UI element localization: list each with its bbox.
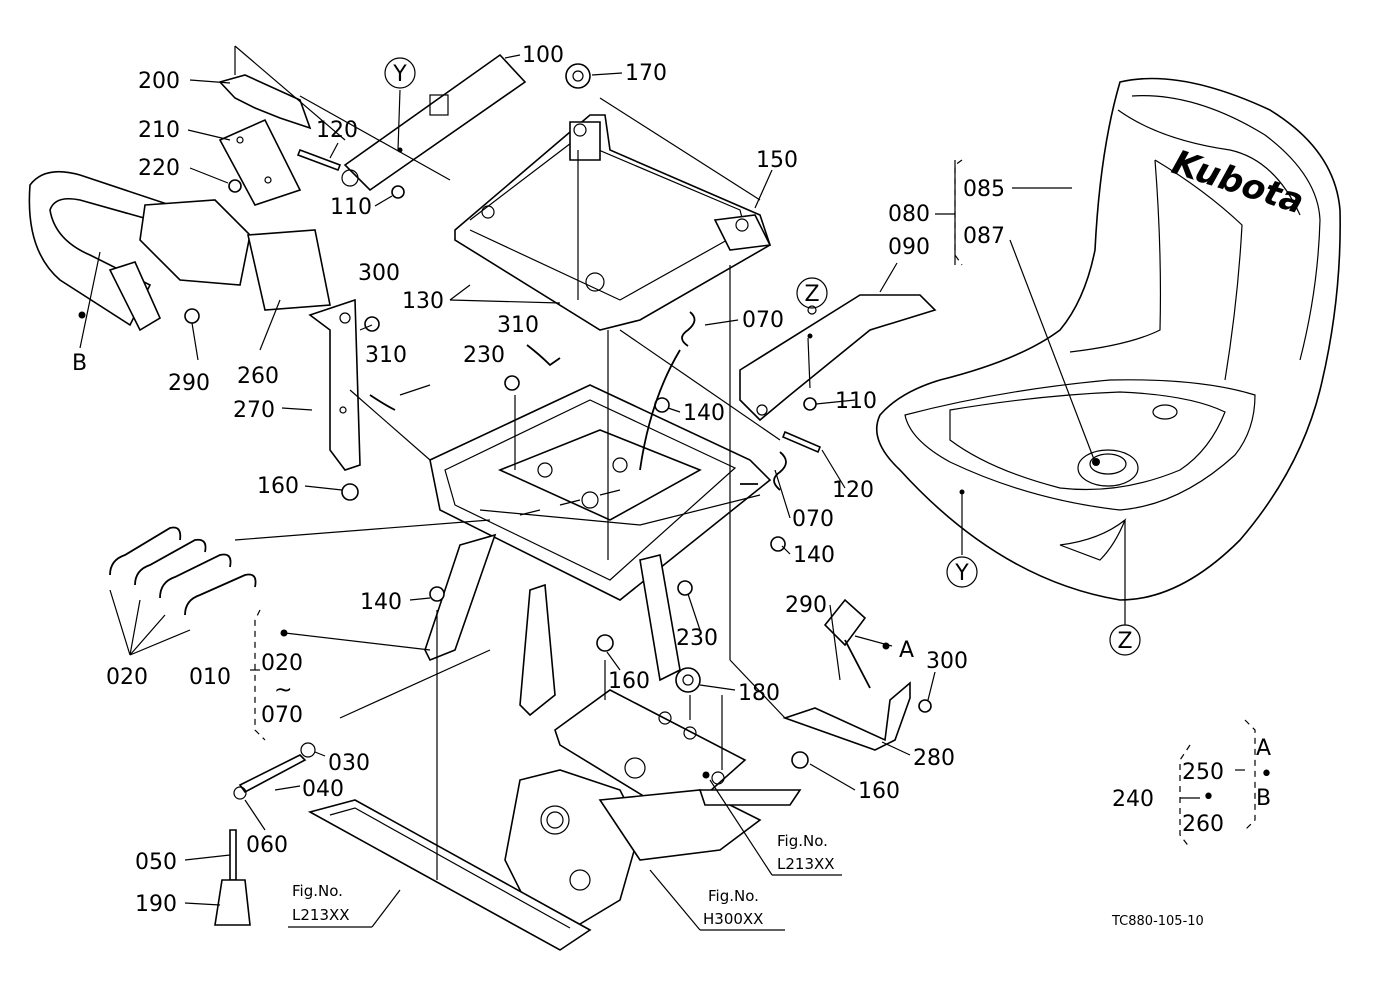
label-170: 170 bbox=[625, 61, 667, 86]
seat-bracket-100 bbox=[341, 53, 527, 192]
label-260: 260 bbox=[237, 364, 279, 389]
assembly-lines bbox=[234, 45, 786, 880]
reference-dots bbox=[78, 147, 1100, 779]
label-270: 270 bbox=[233, 398, 275, 423]
label-220: 220 bbox=[138, 156, 180, 181]
seat-rail-bracket bbox=[454, 114, 772, 331]
callout-y-top: Y bbox=[384, 57, 416, 89]
label-310-lower: 310 bbox=[365, 343, 407, 368]
side-bracket-270 bbox=[308, 298, 361, 471]
label-030: 030 bbox=[328, 751, 370, 776]
label-160-left: 160 bbox=[257, 474, 299, 499]
label-150: 150 bbox=[756, 148, 798, 173]
label-070-mid: 070 bbox=[792, 507, 834, 532]
label-140-right: 140 bbox=[793, 543, 835, 568]
label-060: 060 bbox=[246, 833, 288, 858]
fig-ref-l213xx-left: Fig.No. L213XX bbox=[288, 882, 401, 928]
rod-050 bbox=[229, 829, 237, 881]
label-100: 100 bbox=[522, 43, 564, 68]
label-230-lower: 230 bbox=[676, 626, 718, 651]
label-280: 280 bbox=[913, 746, 955, 771]
label-260-kit: 260 bbox=[1182, 812, 1224, 837]
label-230-upper: 230 bbox=[463, 343, 505, 368]
label-087: 087 bbox=[963, 224, 1005, 249]
callout-y-seat: Y bbox=[946, 556, 978, 588]
leader-lines bbox=[79, 54, 1256, 906]
label-020-springs: 020 bbox=[106, 665, 148, 690]
fig-ref-left-title: Fig.No. bbox=[292, 882, 343, 900]
callout-y-seat-label: Y bbox=[954, 561, 969, 586]
label-140-upper: 140 bbox=[683, 401, 725, 426]
part-labels: 200 210 220 100 170 120 110 150 130 300 … bbox=[72, 43, 1273, 917]
fig-ref-h300-title: Fig.No. bbox=[708, 887, 759, 905]
label-310-upper: 310 bbox=[497, 313, 539, 338]
label-a-kit: A bbox=[1256, 736, 1271, 761]
label-290-right: 290 bbox=[785, 593, 827, 618]
label-160-center: 160 bbox=[608, 669, 650, 694]
label-010: 010 bbox=[189, 665, 231, 690]
plate-200 bbox=[218, 74, 312, 130]
label-240: 240 bbox=[1112, 787, 1154, 812]
callout-z-top-label: Z bbox=[804, 282, 819, 307]
fig-ref-left-number: L213XX bbox=[292, 906, 350, 924]
label-200: 200 bbox=[138, 69, 180, 94]
hardware-parts bbox=[184, 63, 932, 769]
seat-cushion: Kubota bbox=[876, 77, 1341, 601]
label-b-belt: B bbox=[72, 351, 87, 376]
label-080: 080 bbox=[888, 202, 930, 227]
rod-040 bbox=[238, 742, 316, 794]
fig-ref-right-title: Fig.No. bbox=[777, 832, 828, 850]
fig-ref-right-number: L213XX bbox=[777, 855, 835, 873]
label-range-tilde: ~ bbox=[274, 678, 292, 703]
label-210: 210 bbox=[138, 118, 180, 143]
seat-belt bbox=[28, 170, 331, 332]
label-300-left: 300 bbox=[358, 261, 400, 286]
fig-ref-h300xx: Fig.No. H300XX bbox=[649, 869, 785, 931]
label-290-left: 290 bbox=[168, 371, 210, 396]
label-085: 085 bbox=[963, 177, 1005, 202]
knob-190 bbox=[214, 879, 251, 926]
label-300-right: 300 bbox=[926, 649, 968, 674]
label-040: 040 bbox=[302, 777, 344, 802]
callout-z-seat: Z bbox=[1109, 624, 1141, 656]
label-a-lever: A bbox=[899, 638, 914, 663]
label-120-right: 120 bbox=[832, 478, 874, 503]
springs-020 bbox=[109, 526, 257, 616]
transmission-housing bbox=[504, 769, 802, 931]
floor-rail bbox=[307, 799, 592, 951]
pin-060 bbox=[233, 786, 247, 800]
label-250-260-dot: • bbox=[1202, 785, 1215, 810]
label-070-top: 070 bbox=[742, 308, 784, 333]
label-140-left: 140 bbox=[360, 590, 402, 615]
callout-y-top-label: Y bbox=[392, 62, 407, 87]
label-250: 250 bbox=[1182, 760, 1224, 785]
label-160-right: 160 bbox=[858, 779, 900, 804]
callout-z-top: Z bbox=[796, 277, 828, 309]
callout-z-seat-label: Z bbox=[1117, 629, 1132, 654]
plate-210 bbox=[218, 118, 302, 206]
fig-ref-l213xx-right: Fig.No. L213XX bbox=[709, 779, 842, 876]
lever-a bbox=[823, 598, 871, 689]
label-130: 130 bbox=[402, 289, 444, 314]
label-020-range: 020 bbox=[261, 651, 303, 676]
label-050: 050 bbox=[135, 850, 177, 875]
label-a-b-dot: • bbox=[1260, 762, 1273, 787]
label-110-top: 110 bbox=[330, 195, 372, 220]
bracket-090 bbox=[739, 294, 937, 422]
lower-legs bbox=[424, 533, 681, 717]
label-180: 180 bbox=[738, 681, 780, 706]
label-120-top: 120 bbox=[316, 118, 358, 143]
label-190: 190 bbox=[135, 892, 177, 917]
fig-ref-h300-number: H300XX bbox=[703, 910, 763, 928]
label-110-right: 110 bbox=[835, 389, 877, 414]
drawing-code: TC880-105-10 bbox=[1111, 914, 1204, 929]
label-090: 090 bbox=[888, 235, 930, 260]
bracket-280 bbox=[782, 681, 911, 751]
label-b-kit: B bbox=[1256, 786, 1271, 811]
label-070-range: 070 bbox=[261, 703, 303, 728]
